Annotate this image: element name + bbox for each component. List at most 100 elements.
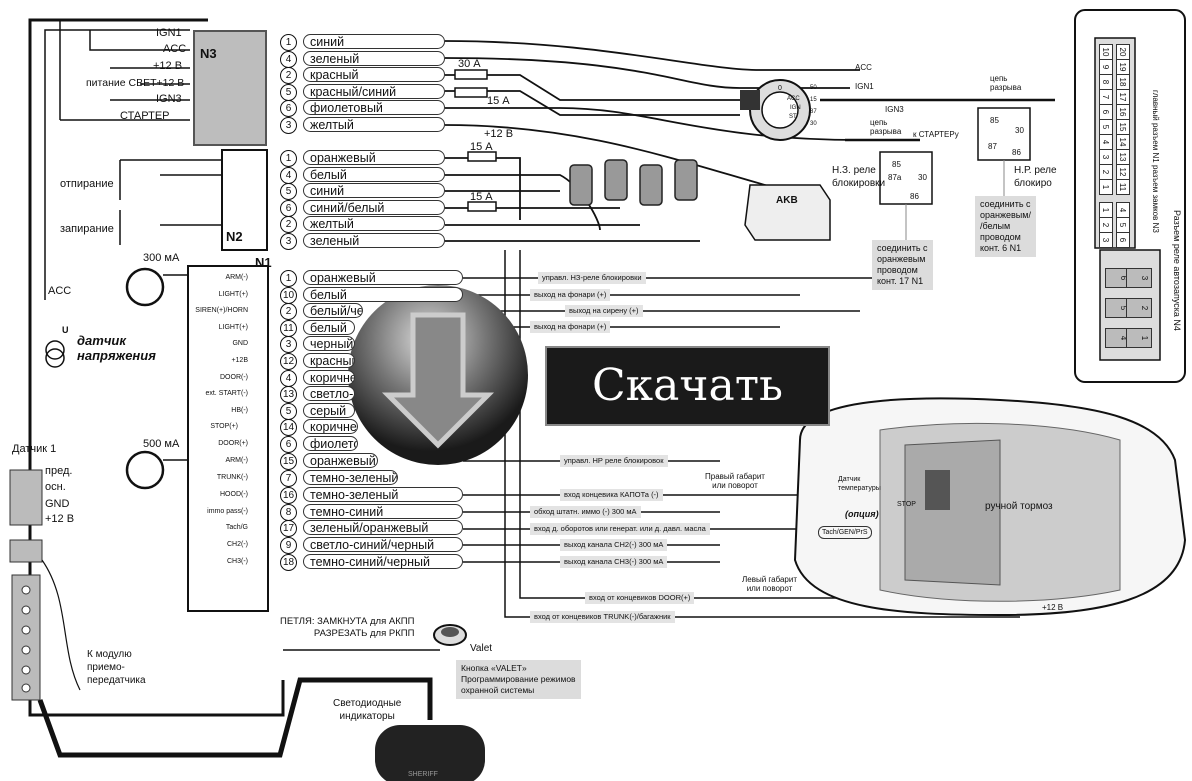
unit-pin-number: 15 xyxy=(1116,119,1130,135)
break-circuit-label: цепь разрыва xyxy=(870,118,902,136)
n1-pin-label: CH3(-) xyxy=(227,558,248,565)
ignition-pos-st: ST xyxy=(789,114,797,120)
tach-label: Tach/GEN/PrS xyxy=(818,526,872,539)
n2-label: N2 xyxy=(226,229,243,244)
unit-pin-number: 17 xyxy=(1116,89,1130,105)
ign1-wire-label: IGN1 xyxy=(855,82,874,91)
output-tag: вход концевика КАПОТа (-) xyxy=(560,489,663,501)
pin-number: 5 xyxy=(280,403,297,420)
valet-label: Valet xyxy=(470,643,493,654)
fuse-label: 30 А xyxy=(458,58,481,70)
option-label: (опция) xyxy=(845,509,879,519)
ignition-pos-ign: IGN xyxy=(790,105,801,111)
unit-pin-number: 2 xyxy=(1099,217,1113,233)
wire-label: желтый xyxy=(303,117,445,132)
n3-pin-label: IGN3 xyxy=(156,93,182,105)
unit-pin-number: 18 xyxy=(1116,74,1130,90)
unit-pin-number: 19 xyxy=(1116,59,1130,75)
nz-pin: 85 xyxy=(892,160,901,169)
wire-label: серый xyxy=(303,403,355,418)
unit-pin-number: 8 xyxy=(1099,74,1113,90)
loop-label: ПЕТЛЯ: ЗАМКНУТА для АКПП РАЗРЕЗАТЬ для Р… xyxy=(280,616,415,639)
nr-note: соединить с оранжевым/ /белым проводом к… xyxy=(975,196,1036,257)
ignition-pos-acc: ACC xyxy=(787,96,800,102)
nr-pin: 30 xyxy=(1015,126,1024,135)
unit-pin-number: 2 xyxy=(1099,164,1113,180)
pin-number: 10 xyxy=(280,287,297,304)
sensor-pin-label: пред. xyxy=(45,465,73,477)
nr-relay-label: Н.Р. реле блокиро xyxy=(1014,165,1057,189)
n1-pin-label: LIGHT(+) xyxy=(218,324,248,331)
fuse-label: 15 А xyxy=(470,191,493,203)
n1-pin-label: ARM(-) xyxy=(225,274,248,281)
unit-pin-number: 6 xyxy=(1099,104,1113,120)
download-disc-icon[interactable] xyxy=(348,285,528,465)
temp-sensor-label: Датчик температуры xyxy=(838,476,881,492)
sensor-pin-label: +12 В xyxy=(45,513,75,525)
pin-number: 4 xyxy=(280,370,297,387)
n1-pin-label: +12В xyxy=(231,357,248,364)
output-tag: вход от концевиков DOOR(+) xyxy=(585,592,695,604)
wire-label: красный xyxy=(303,353,355,368)
n3-pin-label: питание СВЕТ+12 В xyxy=(86,77,185,89)
unit-pin-number: 2 xyxy=(1126,298,1152,318)
valet-note: Кнопка «VALET» Программирование режимов … xyxy=(456,660,581,699)
wire-label: желтый xyxy=(303,216,445,231)
output-tag: выход на сирену (+) xyxy=(565,305,643,317)
pin-number: 15 xyxy=(280,453,297,470)
nz-pin: 86 xyxy=(910,192,919,201)
voltage-sensor-label: датчик напряжения xyxy=(77,333,156,363)
unit-pin-number: 13 xyxy=(1116,149,1130,165)
unit-pin-number: 3 xyxy=(1099,232,1113,248)
nr-pin: 87 xyxy=(988,142,997,151)
acc-wire-label: ACC xyxy=(855,63,872,72)
unit-pin-number: 5 xyxy=(1116,217,1130,233)
ignition-pin-87: 87 xyxy=(810,109,817,115)
unit-pin-number: 12 xyxy=(1116,164,1130,180)
pin-number: 4 xyxy=(280,167,297,184)
pin-number: 2 xyxy=(280,216,297,233)
voltage-u-label: U xyxy=(62,325,69,335)
output-tag: выход канала CH3(-) 300 мА xyxy=(560,556,668,568)
n3-connector xyxy=(193,30,267,146)
right-light-label: Правый габарит или поворот xyxy=(705,472,765,490)
unit-pin-number: 6 xyxy=(1116,232,1130,248)
pin-number: 2 xyxy=(280,303,297,320)
pin-number: 3 xyxy=(280,336,297,353)
nz-pin: 30 xyxy=(918,173,927,182)
unlock-label: отпирание xyxy=(60,178,114,190)
unit-pin-number: 1 xyxy=(1099,202,1113,218)
wire-label: оранжевый xyxy=(303,270,463,285)
wire-label: синий/белый xyxy=(303,200,445,215)
pin-number: 1 xyxy=(280,270,297,287)
ign3-wire-label: IGN3 xyxy=(885,105,904,114)
nz-note: соединить с оранжевым проводом конт. 17 … xyxy=(872,240,933,290)
n3-pin-label: +12 В xyxy=(153,60,183,72)
wire-label: оранжевый xyxy=(303,150,445,165)
nr-pin: 86 xyxy=(1012,148,1021,157)
handbrake-label: ручной тормоз xyxy=(985,501,1053,512)
wire-label: белый/черный xyxy=(303,303,363,318)
unit-pin-number: 11 xyxy=(1116,179,1130,195)
n1-pin-label: STOP(+) xyxy=(210,423,238,430)
wire-label: зеленый xyxy=(303,51,445,66)
wire-label: фиолетовый xyxy=(303,436,358,451)
output-tag: вход от концевиков TRUNK(-)/багажник xyxy=(530,611,675,623)
remote-brand: SHERIFF xyxy=(408,771,438,778)
n1-pin-label: LIGHT(+) xyxy=(218,291,248,298)
wire-label: белый xyxy=(303,320,355,335)
n1-pin-label: Tach/G xyxy=(225,524,248,531)
led-label: Светодиодные индикаторы xyxy=(333,698,402,722)
output-tag: выход канала CH2(-) 300 мА xyxy=(560,539,668,551)
n1-pin-label: CH2(-) xyxy=(227,541,248,548)
break-circuit-label: цепь разрыва xyxy=(990,74,1022,92)
pin-number: 13 xyxy=(280,386,297,403)
sensor1-label: Датчик 1 xyxy=(12,443,57,455)
pin-number: 3 xyxy=(280,117,297,134)
pin-number: 17 xyxy=(280,520,297,537)
to-starter-label: к СТАРТЕРу xyxy=(913,130,959,139)
wire-label: светло-синий/черный xyxy=(303,537,463,552)
pin-number: 1 xyxy=(280,150,297,167)
download-button[interactable]: Скачать xyxy=(545,346,830,426)
